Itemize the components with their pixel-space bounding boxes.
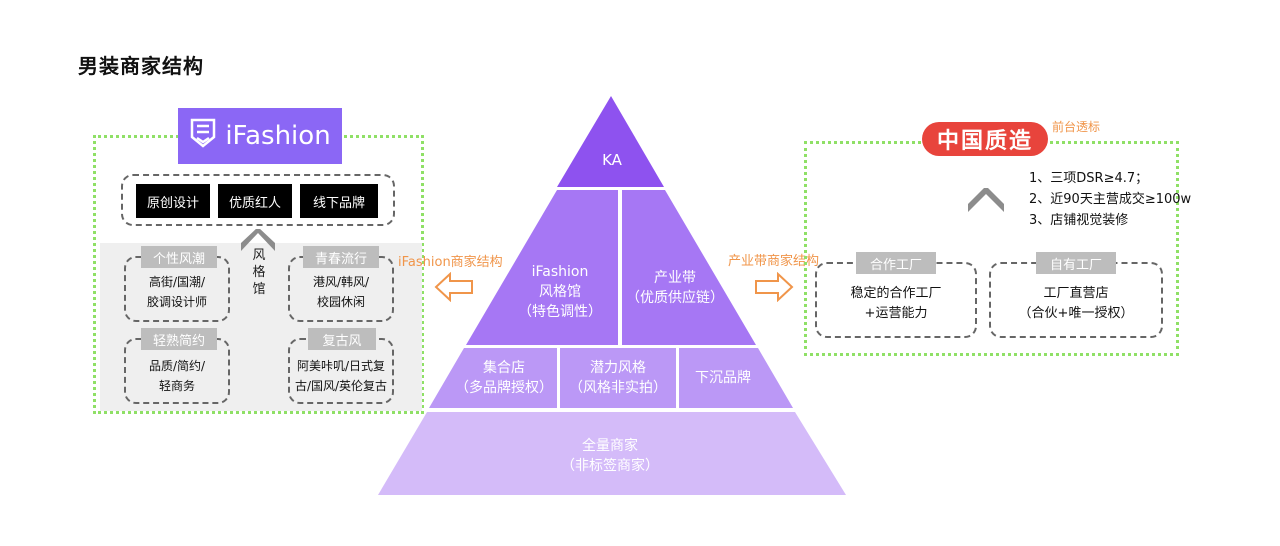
pyramid-all-label: 全量商家（非标签商家） xyxy=(561,438,659,474)
tag-quality-influencer: 优质红人 xyxy=(218,184,292,218)
partner-factory-text: 稳定的合作工厂+运营能力 xyxy=(850,286,942,321)
ifashion-brand-banner: iFashion xyxy=(178,108,342,164)
category-chip-simple: 轻熟简约 xyxy=(141,328,217,350)
category-text-retro: 阿美咔叽/日式复古/国风/英伦复古 xyxy=(294,359,388,393)
ifashion-structure-label: iFashion商家结构 xyxy=(398,255,503,270)
left-arrow-icon xyxy=(434,272,473,302)
pyramid-tier-ifashion xyxy=(466,190,618,345)
pyramid-apex-label: KA xyxy=(602,151,622,169)
up-chevron-icon xyxy=(241,229,275,251)
category-chip-retro: 复古风 xyxy=(308,328,376,350)
pyramid-potential-label: 潜力风格（风格非实拍） xyxy=(569,360,667,396)
pyramid-tier-sink xyxy=(679,348,793,408)
pyramid-tier-all xyxy=(378,412,846,495)
style-hall-vertical-label: 风格馆 xyxy=(252,248,266,297)
up-chevron-icon-right xyxy=(968,188,1004,212)
partner-factory-chip: 合作工厂 xyxy=(856,252,936,274)
category-chip-personality: 个性风潮 xyxy=(141,246,217,268)
pyramid-industry-label: 产业带（优质供应链） xyxy=(626,270,724,306)
own-factory-text: 工厂直营店（合伙+唯一授权） xyxy=(1018,286,1134,321)
criteria-list: 1、三项DSR≥4.7； 2、近90天主营成交≥100w 3、店铺视觉装修 xyxy=(1029,171,1192,228)
industry-structure-label: 产业带商家结构 xyxy=(728,254,820,269)
pyramid-collection-label: 集合店（多品牌授权） xyxy=(455,360,553,396)
ifashion-brand-text: iFashion xyxy=(225,121,331,151)
right-arrow-icon xyxy=(755,272,794,302)
ifashion-categories-background xyxy=(100,243,422,411)
category-text-simple: 品质/简约/轻商务 xyxy=(148,359,206,393)
top-tags-box xyxy=(121,174,395,226)
category-chip-youth: 青春流行 xyxy=(303,246,379,268)
front-label: 前台透标 xyxy=(1052,120,1101,134)
pyramid-tier-ka xyxy=(557,96,664,187)
page-title: 男装商家结构 xyxy=(78,54,204,78)
pyramid-tier-potential xyxy=(560,348,676,408)
china-quality-badge: 中国质造 xyxy=(922,122,1048,156)
category-text-personality: 高街/国潮/胶调设计师 xyxy=(146,275,207,309)
tag-original-design: 原创设计 xyxy=(136,184,210,218)
tag-offline-brand: 线下品牌 xyxy=(300,184,378,218)
category-text-youth: 港风/韩风/校园休闲 xyxy=(312,275,370,309)
pyramid-tier-industry xyxy=(622,190,756,345)
pyramid-sink-label: 下沉品牌 xyxy=(695,370,751,386)
pyramid-tier-collection xyxy=(429,348,557,408)
own-factory-chip: 自有工厂 xyxy=(1036,252,1116,274)
ifashion-logo-icon xyxy=(189,117,217,156)
